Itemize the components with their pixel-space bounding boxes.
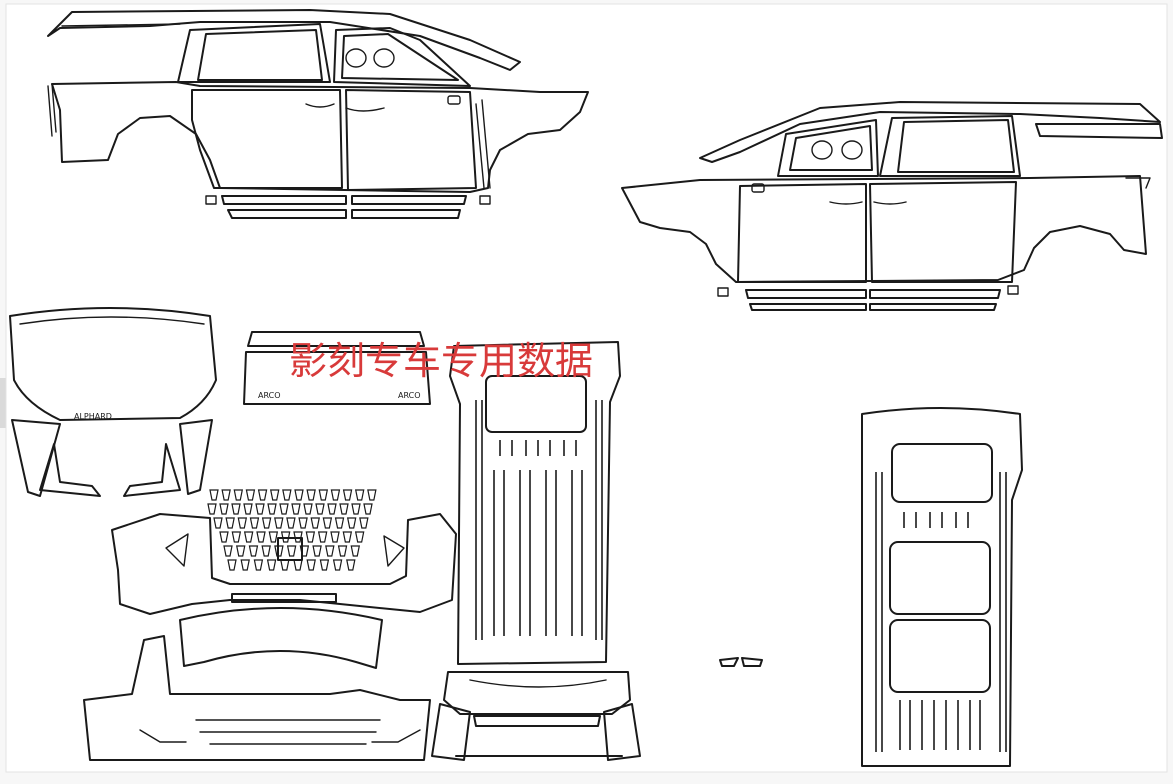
grille-cell bbox=[312, 545, 322, 557]
grille-cell bbox=[225, 517, 235, 529]
grille-cell bbox=[266, 559, 277, 571]
grille-cell bbox=[282, 489, 292, 501]
grille-cell bbox=[286, 517, 296, 529]
grille-cell bbox=[346, 559, 356, 571]
grille-cell bbox=[207, 503, 217, 515]
grille-cell bbox=[310, 517, 320, 529]
grille-cell bbox=[317, 531, 328, 543]
grille-cell bbox=[268, 531, 279, 543]
grille-cell bbox=[350, 545, 361, 557]
grille-cell bbox=[303, 503, 313, 515]
grille-cell bbox=[267, 503, 277, 515]
grille-cell bbox=[243, 531, 254, 543]
grille-cell bbox=[334, 517, 345, 529]
grille-cell bbox=[330, 531, 340, 543]
grille-cell bbox=[223, 545, 233, 557]
tailgate-badge-left: ARCO bbox=[258, 391, 281, 400]
grille-cell bbox=[346, 517, 357, 529]
grille-cell bbox=[235, 545, 246, 557]
grille-cell bbox=[243, 503, 253, 515]
grille-cell bbox=[231, 531, 242, 543]
grille-cell bbox=[237, 517, 248, 529]
grille-emblem bbox=[277, 537, 303, 561]
grille-cell bbox=[261, 545, 271, 557]
roof-left bbox=[431, 341, 641, 761]
grille-cell bbox=[337, 545, 348, 557]
grille-cell bbox=[325, 545, 335, 557]
grille-cell bbox=[367, 489, 377, 501]
grille-cell bbox=[339, 503, 349, 515]
grille-cell bbox=[351, 503, 361, 515]
grille-cell bbox=[261, 517, 272, 529]
grille-cell bbox=[233, 489, 244, 501]
tailgate-badge-right: ARCO bbox=[398, 391, 421, 400]
grille-cell bbox=[322, 517, 333, 529]
hood-panel: ALPHARD bbox=[9, 307, 217, 497]
grille-cell bbox=[318, 489, 329, 501]
roof-right-slots bbox=[875, 472, 1007, 752]
grille-cell bbox=[306, 559, 316, 571]
hood-badge: ALPHARD bbox=[74, 412, 112, 421]
grille-cell bbox=[306, 489, 316, 501]
grille-cell bbox=[342, 489, 353, 501]
grille-cell bbox=[298, 517, 308, 529]
tailgate-panel: ARCO ARCO bbox=[243, 331, 431, 405]
lower-front-bumper bbox=[83, 607, 431, 761]
grille-cell bbox=[231, 503, 241, 515]
grille-cell bbox=[342, 531, 353, 543]
grille-cell bbox=[354, 531, 365, 543]
left-side-body-panels bbox=[47, 9, 589, 219]
grille-cell bbox=[286, 545, 297, 557]
grille-cell bbox=[257, 489, 268, 501]
grille-cell bbox=[253, 559, 264, 571]
grille-cell bbox=[363, 503, 373, 515]
grille-cell bbox=[354, 489, 365, 501]
grille-cell bbox=[240, 559, 250, 571]
small-emblem-pieces bbox=[719, 657, 763, 667]
grille-cell bbox=[256, 531, 266, 543]
grille-cell bbox=[249, 517, 260, 529]
grille-cell bbox=[227, 559, 237, 571]
grille-mesh bbox=[207, 489, 377, 571]
grille-cell bbox=[209, 489, 219, 501]
grille-cell bbox=[332, 559, 343, 571]
grille-cell bbox=[319, 559, 330, 571]
grille-cell bbox=[219, 531, 229, 543]
grille-cell bbox=[305, 531, 316, 543]
front-bumper-and-grille bbox=[111, 489, 457, 615]
grille-cell bbox=[330, 489, 341, 501]
grille-cell bbox=[248, 545, 259, 557]
grille-cell bbox=[315, 503, 325, 515]
grille-cell bbox=[359, 517, 369, 529]
grille-cell bbox=[280, 559, 290, 571]
grille-cell bbox=[269, 489, 280, 501]
grille-cell bbox=[219, 503, 229, 515]
grille-cell bbox=[294, 489, 304, 501]
grille-cell bbox=[293, 559, 303, 571]
grille-cell bbox=[221, 489, 231, 501]
grille-cell bbox=[279, 503, 289, 515]
grille-cell bbox=[327, 503, 337, 515]
grille-cell bbox=[291, 503, 301, 515]
grille-cell bbox=[213, 517, 223, 529]
grille-cell bbox=[245, 489, 256, 501]
grille-cell bbox=[274, 517, 284, 529]
roof-right-with-sunroofs bbox=[861, 407, 1023, 767]
roof-left-slots bbox=[475, 400, 603, 640]
grille-cell bbox=[255, 503, 265, 515]
right-side-body-panels bbox=[621, 101, 1163, 311]
